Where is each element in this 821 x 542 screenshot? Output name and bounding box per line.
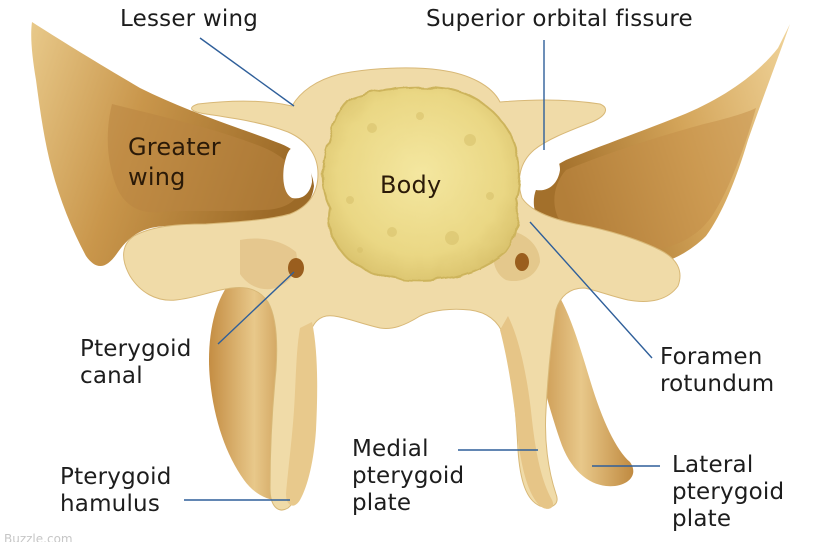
label-foramen-rotundum: Foramen rotundum	[660, 344, 774, 398]
label-lateral-pterygoid-plate: Lateral pterygoid plate	[672, 452, 784, 533]
label-pterygoid-canal: Pterygoid canal	[80, 336, 192, 390]
label-pterygoid-hamulus: Pterygoid hamulus	[60, 464, 172, 518]
label-greater-wing: Greater wing	[128, 132, 221, 192]
foramen-rotundum-opening	[515, 253, 529, 271]
label-lesser-wing: Lesser wing	[120, 6, 258, 33]
left-superior-orbital-fissure	[283, 148, 312, 198]
label-medial-pterygoid-plate: Medial pterygoid plate	[352, 436, 464, 517]
watermark: Buzzle.com	[4, 532, 73, 542]
label-body: Body	[380, 170, 441, 200]
leader-line-lesser-wing	[200, 38, 294, 106]
label-superior-orbital-fissure: Superior orbital fissure	[426, 6, 693, 33]
